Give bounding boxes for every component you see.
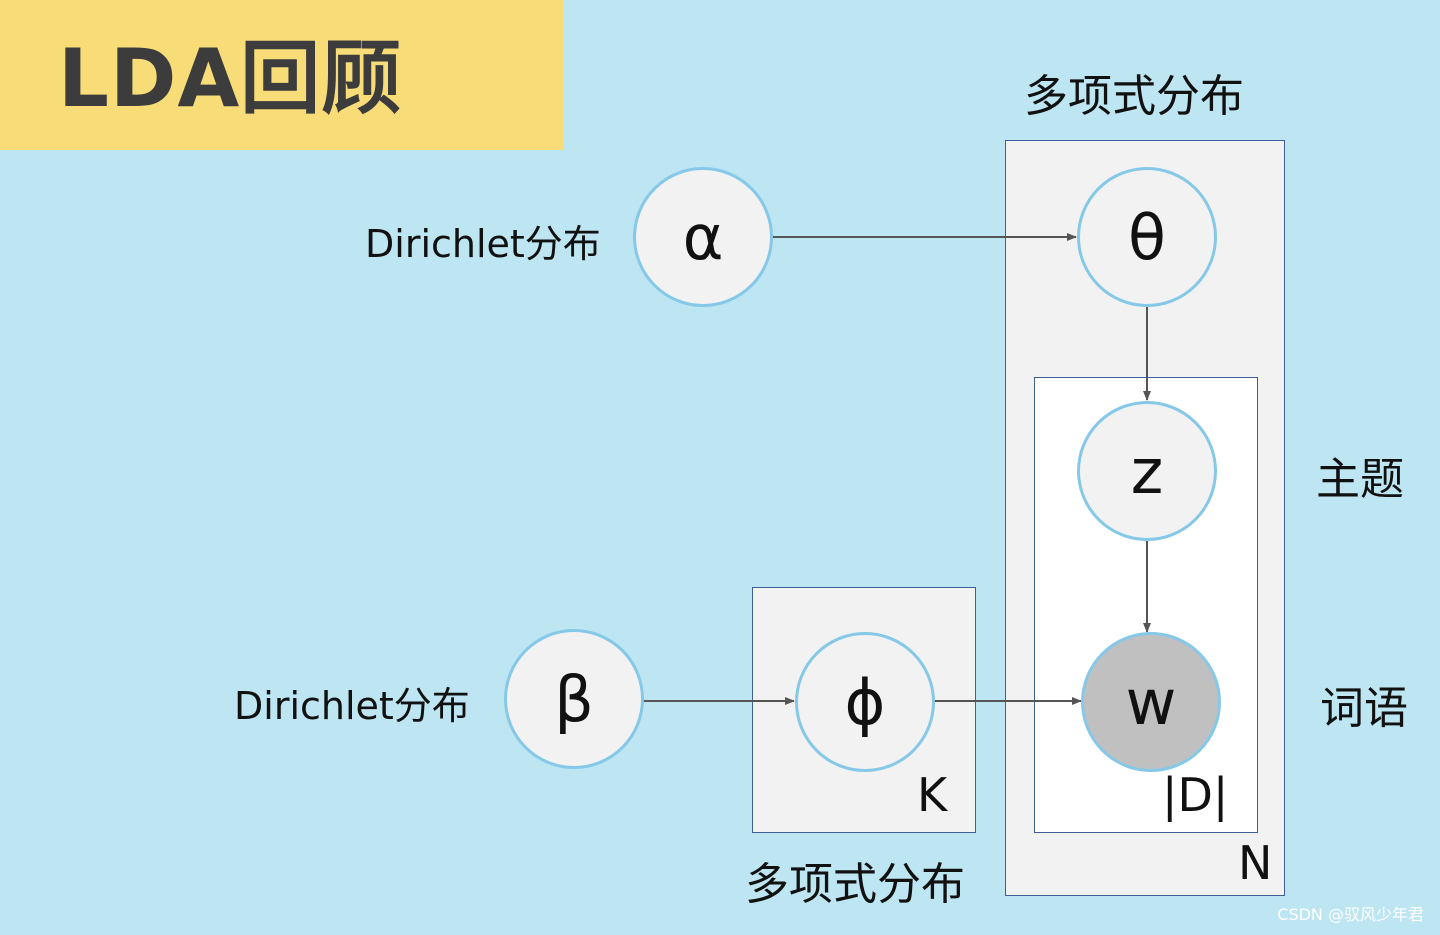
node-alpha: α (633, 167, 773, 307)
alpha-distribution-label: Dirichlet分布 (365, 222, 601, 266)
node-z: z (1077, 401, 1217, 541)
beta-distribution-label: Dirichlet分布 (234, 684, 470, 728)
phi-distribution-label: 多项式分布 (745, 859, 965, 910)
topic-label: 主题 (1316, 454, 1404, 505)
title-banner: LDA回顾 (0, 0, 563, 150)
plate-n-label: N (1238, 836, 1273, 890)
node-beta: β (504, 629, 644, 769)
node-phi: ϕ (795, 632, 935, 772)
plate-d-label: |D| (1162, 768, 1229, 822)
theta-distribution-label: 多项式分布 (1024, 71, 1244, 122)
plate-k-label: K (917, 768, 948, 822)
watermark: CSDN @驭风少年君 (1277, 905, 1424, 924)
word-label: 词语 (1320, 683, 1408, 734)
page-title: LDA回顾 (58, 32, 403, 125)
node-w: w (1081, 632, 1221, 772)
node-theta: θ (1077, 167, 1217, 307)
